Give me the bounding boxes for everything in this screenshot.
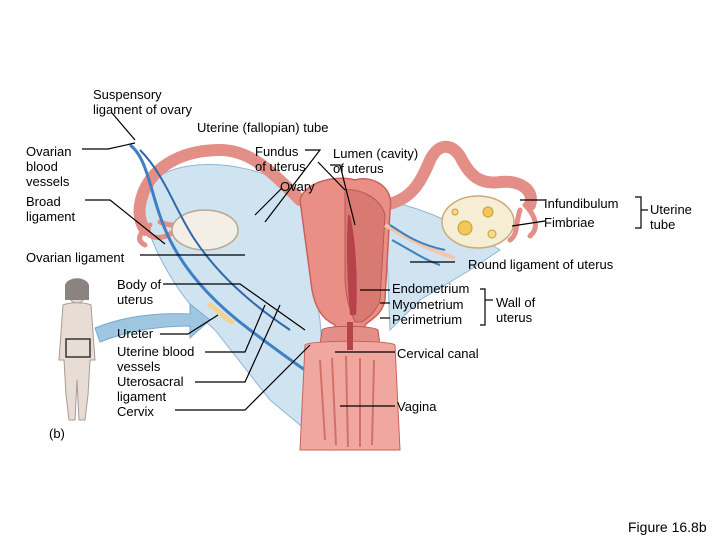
- ovarian-follicle: [452, 209, 458, 215]
- label-round-ligament: Round ligament of uterus: [468, 257, 613, 272]
- ovarian-follicle: [488, 230, 496, 238]
- right-ovary: [442, 196, 514, 248]
- label-ureter: Ureter: [117, 326, 153, 341]
- label-perimetrium: Perimetrium: [392, 312, 462, 327]
- label-uterine-tube: Uterine tube: [650, 202, 692, 232]
- label-uterine-fallopian-tube: Uterine (fallopian) tube: [197, 120, 329, 135]
- label-lumen-of-uterus: Lumen (cavity) of uterus: [333, 146, 418, 176]
- label-uterosacral-ligament: Uterosacral ligament: [117, 374, 183, 404]
- label-body-of-uterus: Body of uterus: [117, 277, 161, 307]
- panel-label: (b): [49, 426, 65, 441]
- label-endometrium: Endometrium: [392, 281, 469, 296]
- label-myometrium: Myometrium: [392, 297, 464, 312]
- label-cervix: Cervix: [117, 404, 154, 419]
- label-wall-of-uterus: Wall of uterus: [496, 295, 535, 325]
- label-ovarian-ligament: Ovarian ligament: [26, 250, 124, 265]
- label-fimbriae: Fimbriae: [544, 215, 595, 230]
- vagina-shape: [300, 341, 400, 450]
- label-fundus-of-uterus: Fundus of uterus: [255, 144, 306, 174]
- label-suspensory-ligament: Suspensory ligament of ovary: [93, 87, 192, 117]
- label-vagina: Vagina: [397, 399, 437, 414]
- label-ovary: Ovary: [280, 179, 315, 194]
- body-silhouette-icon: [59, 278, 95, 420]
- label-ovarian-blood-vessels: Ovarian blood vessels: [26, 144, 72, 189]
- figure-label: Figure 16.8b: [628, 519, 707, 535]
- cervical-canal-shape: [347, 322, 353, 350]
- label-uterine-blood-vessels: Uterine blood vessels: [117, 344, 194, 374]
- label-broad-ligament: Broad ligament: [26, 194, 75, 224]
- label-cervical-canal: Cervical canal: [397, 346, 479, 361]
- ovarian-follicle: [483, 207, 493, 217]
- label-infundibulum: Infundibulum: [544, 196, 618, 211]
- ovarian-follicle: [458, 221, 472, 235]
